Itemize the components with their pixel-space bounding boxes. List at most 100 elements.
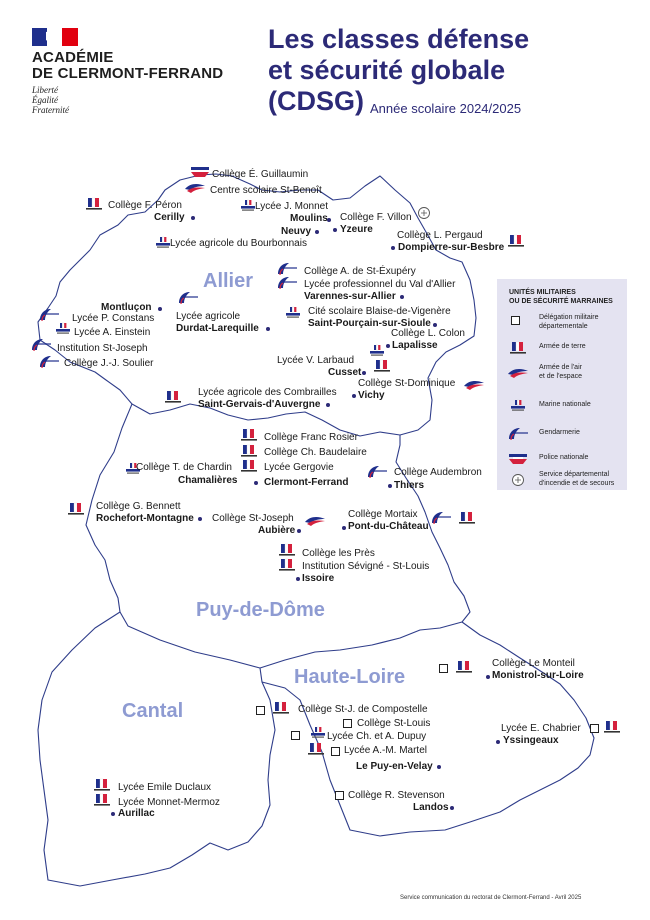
army-icon: [238, 444, 260, 458]
department-cantal: Cantal: [122, 700, 184, 722]
army-icon: [270, 701, 292, 715]
school-label: Centre scolaire St-Benoît: [210, 185, 322, 196]
square-icon: [256, 706, 265, 715]
navy-icon: [507, 399, 529, 413]
school-label: Collège F. Villon: [340, 212, 412, 223]
school-label: Collège É. Guillaumin: [212, 169, 309, 180]
city-dot: [315, 230, 319, 234]
school-label: Collège L. Pergaud: [397, 230, 483, 241]
navy-icon: [366, 344, 388, 358]
gendarmerie-icon: [430, 511, 452, 525]
city-dot: [450, 806, 454, 810]
navy-icon: [152, 236, 174, 250]
legend-label: Marine nationale: [539, 401, 591, 408]
legend-label: Gendarmerie: [539, 429, 580, 436]
legend-item-navy: Marine nationale: [497, 396, 627, 420]
army-icon: [305, 742, 327, 756]
army-icon: [162, 390, 184, 404]
school-label: Collège F. Péron: [108, 200, 182, 211]
gendarmerie-icon: [276, 276, 298, 290]
city-label: Neuvy: [281, 226, 312, 237]
city-dot: [437, 765, 441, 769]
city-label: Dompierre-sur-Besbre: [398, 242, 505, 253]
school-label: Lycée Gergovie: [264, 462, 334, 473]
square-icon: [439, 664, 448, 673]
city-dot: [496, 740, 500, 744]
gendarmerie-icon: [177, 291, 199, 305]
page-title-line3: (CDSG): [268, 86, 364, 116]
school-label: Collège J.-J. Soulier: [64, 358, 154, 369]
city-label: Aurillac: [118, 808, 155, 819]
city-dot: [296, 577, 300, 581]
square-icon: [331, 747, 340, 756]
school-label: Institution St-Joseph: [57, 343, 148, 354]
academy-name-line1: ACADÉMIE: [32, 49, 114, 66]
page-title-line2: et sécurité globale: [268, 55, 506, 85]
allier-boundary: [37, 173, 477, 437]
department-puy-de-dome: Puy-de-Dôme: [196, 599, 325, 621]
school-label: Collège les Près: [302, 548, 375, 559]
city-label: Cusset: [328, 367, 362, 378]
school-label: Collège Audembron: [394, 467, 482, 478]
navy-icon: [282, 306, 304, 320]
city-label: Varennes-sur-Allier: [304, 291, 396, 302]
police-icon: [189, 165, 211, 179]
legend-item-police: Police nationale: [497, 449, 627, 473]
city-dot: [342, 526, 346, 530]
school-label: Lycée Emile Duclaux: [118, 782, 212, 793]
gendarmerie-icon: [507, 427, 529, 441]
navy-icon: [237, 199, 259, 213]
city-label: Monistrol-sur-Loire: [492, 670, 584, 681]
air-force-icon: [184, 181, 206, 195]
city-label: Lapalisse: [392, 340, 438, 351]
air-force-icon: [304, 514, 326, 528]
army-icon: [456, 511, 478, 525]
republic-motto: Liberté Égalité Fraternité: [32, 85, 69, 115]
footer-credit: Service communication du rectorat de Cle…: [400, 895, 582, 901]
city-dot: [486, 675, 490, 679]
city-dot: [191, 216, 195, 220]
army-icon: [238, 459, 260, 473]
legend-item-gendarmerie: Gendarmerie: [497, 424, 627, 448]
army-icon: [371, 359, 393, 373]
city-dot: [400, 295, 404, 299]
cantal-boundary: [37, 611, 276, 887]
school-label: Lycée Ch. et A. Dupuy: [327, 731, 427, 742]
army-icon: [238, 428, 260, 442]
school-label: Collège Le Monteil: [492, 658, 575, 669]
city-label: Saint-Gervais-d'Auvergne: [198, 399, 321, 410]
school-label: Lycée professionnel du Val d'Allier: [304, 279, 456, 290]
page-title-line1: Les classes défense: [268, 24, 530, 54]
army-icon: [91, 793, 113, 807]
city-dot: [433, 323, 437, 327]
city-label: Durdat-Larequille: [176, 323, 259, 334]
department-allier: Allier: [203, 270, 254, 292]
city-label: Chamalières: [178, 475, 238, 486]
city-label: Cerilly: [154, 212, 185, 223]
city-label: Yzeure: [340, 224, 373, 235]
page-title: Les classes défense et sécurité globale …: [268, 24, 529, 117]
army-icon: [453, 660, 475, 674]
department-haute-loire: Haute-Loire: [294, 666, 406, 688]
motto-egalite: Égalité: [32, 95, 58, 105]
fire-service-icon: [413, 206, 435, 220]
gendarmerie-icon: [30, 338, 52, 352]
city-dot: [327, 218, 331, 222]
navy-icon: [52, 322, 74, 336]
army-icon: [276, 543, 298, 557]
army-icon: [601, 720, 623, 734]
school-label: Collège Ch. Baudelaire: [264, 447, 367, 458]
city-label: Aubière: [258, 525, 296, 536]
academy-name: ACADÉMIE DE CLERMONT-FERRAND: [32, 50, 223, 82]
city-label: Thiers: [394, 480, 425, 491]
motto-liberte: Liberté: [32, 85, 58, 95]
school-label: Collège St-J. de Compostelle: [298, 704, 428, 715]
city-dot: [297, 529, 301, 533]
school-label: Collège St-Louis: [357, 718, 431, 729]
school-label: Lycée Monnet-Mermoz: [118, 797, 220, 808]
city-dot: [254, 481, 258, 485]
